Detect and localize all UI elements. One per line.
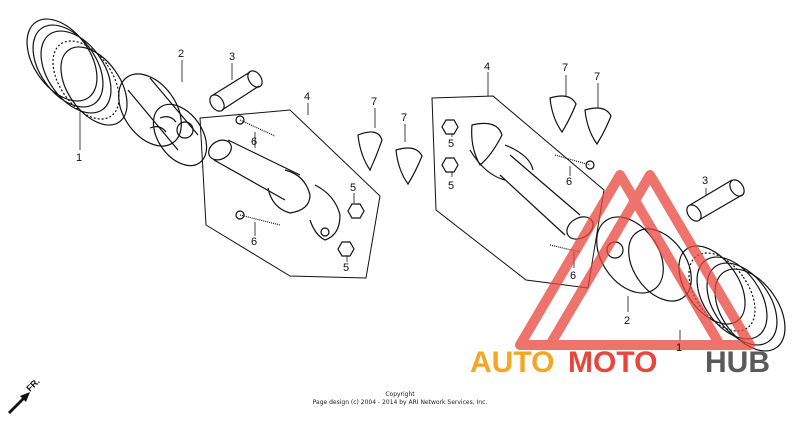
callout-right-6b: 6 — [570, 270, 576, 282]
watermark-text: AUTO MOTO HUB — [470, 346, 770, 379]
copyright-line2: Page design (c) 2004 - 2014 by ARI Netwo… — [313, 399, 488, 406]
watermark-logo — [515, 170, 755, 350]
callout-right-7a: 7 — [562, 62, 568, 74]
watermark-auto: AUTO — [470, 346, 554, 379]
callout-right-2: 2 — [624, 315, 630, 327]
callout-left-1: 1 — [76, 152, 82, 164]
right-rod-bolts — [549, 154, 595, 253]
callout-left-4: 4 — [304, 91, 310, 103]
callout-right-5a: 5 — [448, 138, 454, 150]
right-rod-bearings-upper — [471, 95, 612, 166]
callout-right-1: 1 — [676, 342, 682, 354]
front-direction-arrow: FR. — [8, 376, 42, 414]
left-piston-rings — [26, 18, 128, 126]
left-connecting-rod — [208, 139, 341, 241]
callout-right-4: 4 — [484, 61, 490, 73]
left-rod-bolts — [235, 115, 281, 226]
copyright-line1: Copyright — [385, 391, 415, 398]
left-rod-nuts — [337, 203, 365, 257]
callout-left-7b: 7 — [401, 112, 407, 124]
callout-left-2: 2 — [178, 48, 184, 60]
right-piston-pin — [686, 179, 745, 222]
callout-right-6a: 6 — [566, 176, 572, 188]
callout-left-5b: 5 — [343, 262, 349, 274]
watermark-moto: MOTO — [568, 346, 657, 379]
callout-left-7a: 7 — [371, 96, 377, 108]
callout-left-3: 3 — [229, 51, 235, 63]
right-connecting-rod — [469, 144, 594, 240]
front-label: FR. — [24, 376, 41, 393]
callout-left-5a: 5 — [350, 182, 356, 194]
watermark-hub: HUB — [705, 346, 770, 379]
right-rod-nuts — [441, 119, 459, 173]
left-piston-pin — [209, 70, 263, 112]
callout-right-5b: 5 — [448, 180, 454, 192]
left-rod-bearings — [357, 131, 423, 186]
callout-left-6a: 6 — [251, 136, 257, 148]
callout-left-6b: 6 — [251, 236, 257, 248]
leader-lines — [79, 60, 707, 340]
callout-right-3: 3 — [702, 175, 708, 187]
left-piston — [118, 73, 208, 167]
callout-right-7b: 7 — [594, 71, 600, 83]
left-rod-bracket — [199, 109, 381, 279]
